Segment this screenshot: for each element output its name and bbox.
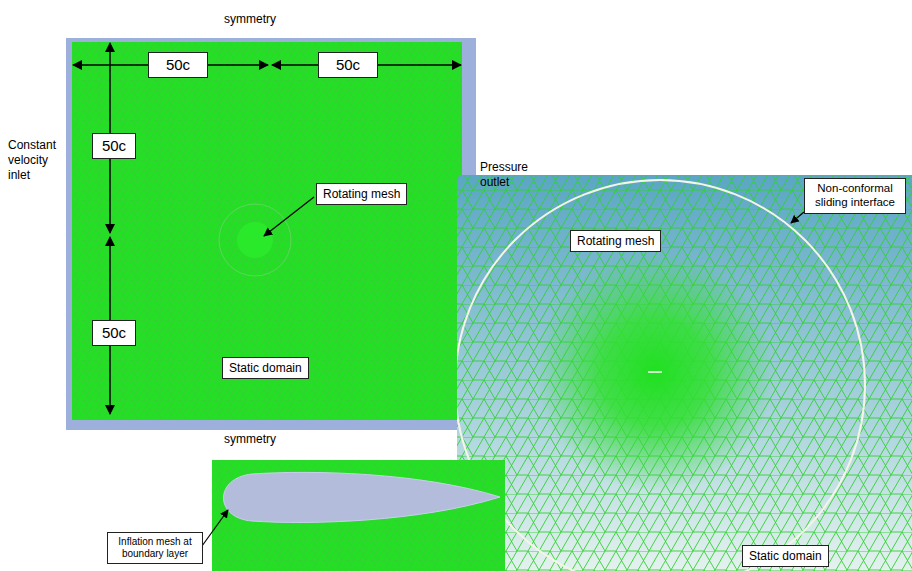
box-text: 50c (99, 137, 129, 155)
box-text: Non-conformal sliding interface (808, 182, 902, 210)
label-box: Static domain (222, 357, 309, 379)
label-box: 50c (92, 320, 136, 346)
box-text: 50c (99, 324, 129, 342)
box-text: 50c (155, 56, 201, 74)
boundary-label: symmetry (210, 12, 290, 27)
label-box: Rotating mesh (316, 183, 407, 205)
box-text: Rotating mesh (577, 234, 654, 248)
label-box: Rotating mesh (570, 230, 661, 252)
label-box: 50c (148, 52, 208, 78)
box-text: Static domain (229, 361, 302, 375)
boundary-label: symmetry (210, 432, 290, 447)
box-text: Rotating mesh (323, 187, 400, 201)
boundary-label: Pressure outlet (480, 160, 540, 190)
label-box: 50c (92, 133, 136, 159)
box-text: Static domain (749, 549, 822, 563)
label-box: Inflation mesh at boundary layer (107, 532, 203, 564)
label-box: Non-conformal sliding interface (804, 178, 906, 214)
label-box: Static domain (742, 545, 829, 567)
label-box: 50c (318, 52, 378, 78)
boundary-label: Constant velocity inlet (8, 138, 66, 183)
box-text: 50c (325, 56, 371, 74)
box-text: Inflation mesh at boundary layer (111, 536, 199, 560)
